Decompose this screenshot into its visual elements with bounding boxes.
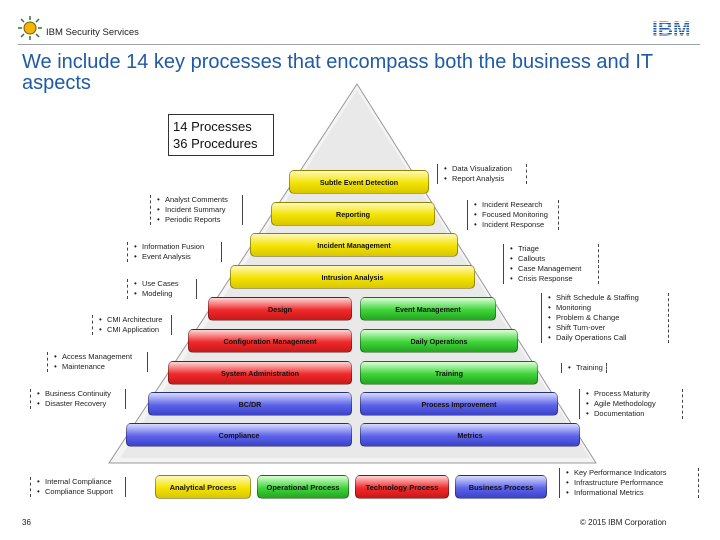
callout-intrusion-analysis-procedures: Use Cases Modeling	[127, 279, 197, 299]
procedure-item: Problem & Change	[548, 313, 664, 323]
procedure-item: Disaster Recovery	[37, 399, 121, 409]
legend-operational-process: Operational Process	[257, 475, 349, 499]
level-design: Design	[208, 297, 352, 321]
callout-design-procedures: CMI Architecture CMI Application	[92, 315, 172, 335]
level-incident-management: Incident Management	[250, 233, 458, 257]
procedure-item: Infrastructure Performance	[566, 478, 694, 488]
level-reporting: Reporting	[271, 202, 435, 226]
callout-incident-handling-procedures: Triage Callouts Case Management Crisis R…	[503, 244, 599, 284]
callout-incident-management-procedures: Information Fusion Event Analysis	[127, 242, 222, 262]
procedure-item: Key Performance Indicators	[566, 468, 694, 478]
level-subtle-event-detection: Subtle Event Detection	[289, 170, 429, 194]
procedure-item: Informational Metrics	[566, 488, 694, 498]
level-configuration-management: Configuration Management	[188, 329, 352, 353]
callout-metrics-procedures: Key Performance Indicators Infrastructur…	[559, 468, 699, 498]
level-metrics: Metrics	[360, 423, 580, 447]
header-divider	[18, 44, 700, 45]
level-system-administration: System Administration	[168, 361, 352, 385]
procedure-item: Case Management	[510, 264, 594, 274]
procedure-item: Daily Operations Call	[548, 333, 664, 343]
procedure-item: Use Cases	[134, 279, 192, 289]
pyramid-tip-summary: 14 Processes 36 Procedures	[168, 114, 274, 156]
procedure-item: CMI Application	[99, 325, 167, 335]
callout-bc-dr-procedures: Business Continuity Disaster Recovery	[30, 389, 126, 409]
procedure-item: Business Continuity	[37, 389, 121, 399]
procedure-item: Analyst Comments	[157, 195, 238, 205]
ibm-logo: IBM	[652, 18, 698, 41]
level-training: Training	[360, 361, 538, 385]
security-logo-icon	[18, 16, 42, 40]
level-daily-operations: Daily Operations	[360, 329, 518, 353]
procedure-item: Incident Summary	[157, 205, 238, 215]
procedure-item: Incident Response	[474, 220, 554, 230]
procedure-item: Incident Research	[474, 200, 554, 210]
procedure-item: Event Analysis	[134, 252, 217, 262]
procedure-item: Agile Methodology	[586, 399, 678, 409]
legend-analytical-process: Analytical Process	[155, 475, 251, 499]
procedure-item: Modeling	[134, 289, 192, 299]
procedure-item: Information Fusion	[134, 242, 217, 252]
header-service-name: IBM Security Services	[46, 27, 139, 38]
callout-compliance-procedures: Internal Compliance Compliance Support	[30, 477, 126, 497]
procedure-item: Shift Turn-over	[548, 323, 664, 333]
callout-system-administration-procedures: Access Management Maintenance	[47, 352, 148, 372]
legend-business-process: Business Process	[455, 475, 547, 499]
procedure-item: Data Visualization	[444, 164, 522, 174]
callout-process-improvement-procedures: Process Maturity Agile Methodology Docum…	[579, 389, 683, 419]
procedure-count: 36 Procedures	[173, 136, 258, 151]
procedure-item: Maintenance	[54, 362, 143, 372]
level-compliance: Compliance	[126, 423, 352, 447]
procedure-item: Crisis Response	[510, 274, 594, 284]
procedure-item: Internal Compliance	[37, 477, 121, 487]
callout-reporting-response-procedures: Incident Research Focused Monitoring Inc…	[467, 200, 559, 230]
procedure-item: Access Management	[54, 352, 143, 362]
procedure-item: Callouts	[510, 254, 594, 264]
callout-subtle-event-detection-procedures: Data Visualization Report Analysis	[437, 164, 527, 184]
callout-reporting-procedures: Analyst Comments Incident Summary Period…	[150, 195, 243, 225]
procedure-item: Compliance Support	[37, 487, 121, 497]
procedure-item: Focused Monitoring	[474, 210, 554, 220]
slide-title: We include 14 key processes that encompa…	[22, 51, 653, 94]
level-process-improvement: Process Improvement	[360, 392, 558, 416]
process-count: 14 Processes	[173, 119, 252, 134]
callout-training-procedures: Training	[561, 363, 607, 373]
level-event-management: Event Management	[360, 297, 496, 321]
procedure-item: Training	[568, 363, 603, 373]
page-number: 36	[22, 518, 31, 527]
procedure-item: Periodic Reports	[157, 215, 238, 225]
procedure-item: Monitoring	[548, 303, 664, 313]
copyright: © 2015 IBM Corporation	[580, 518, 667, 527]
callout-operations-procedures: Shift Schedule & Staffing Monitoring Pro…	[541, 293, 669, 343]
level-intrusion-analysis: Intrusion Analysis	[230, 265, 475, 289]
svg-text:IBM: IBM	[652, 18, 691, 38]
procedure-item: Documentation	[586, 409, 678, 419]
procedure-item: Report Analysis	[444, 174, 522, 184]
legend-technology-process: Technology Process	[355, 475, 449, 499]
procedure-item: Shift Schedule & Staffing	[548, 293, 664, 303]
procedure-item: Process Maturity	[586, 389, 678, 399]
level-bc-dr: BC/DR	[148, 392, 352, 416]
procedure-item: Triage	[510, 244, 594, 254]
procedure-item: CMI Architecture	[99, 315, 167, 325]
